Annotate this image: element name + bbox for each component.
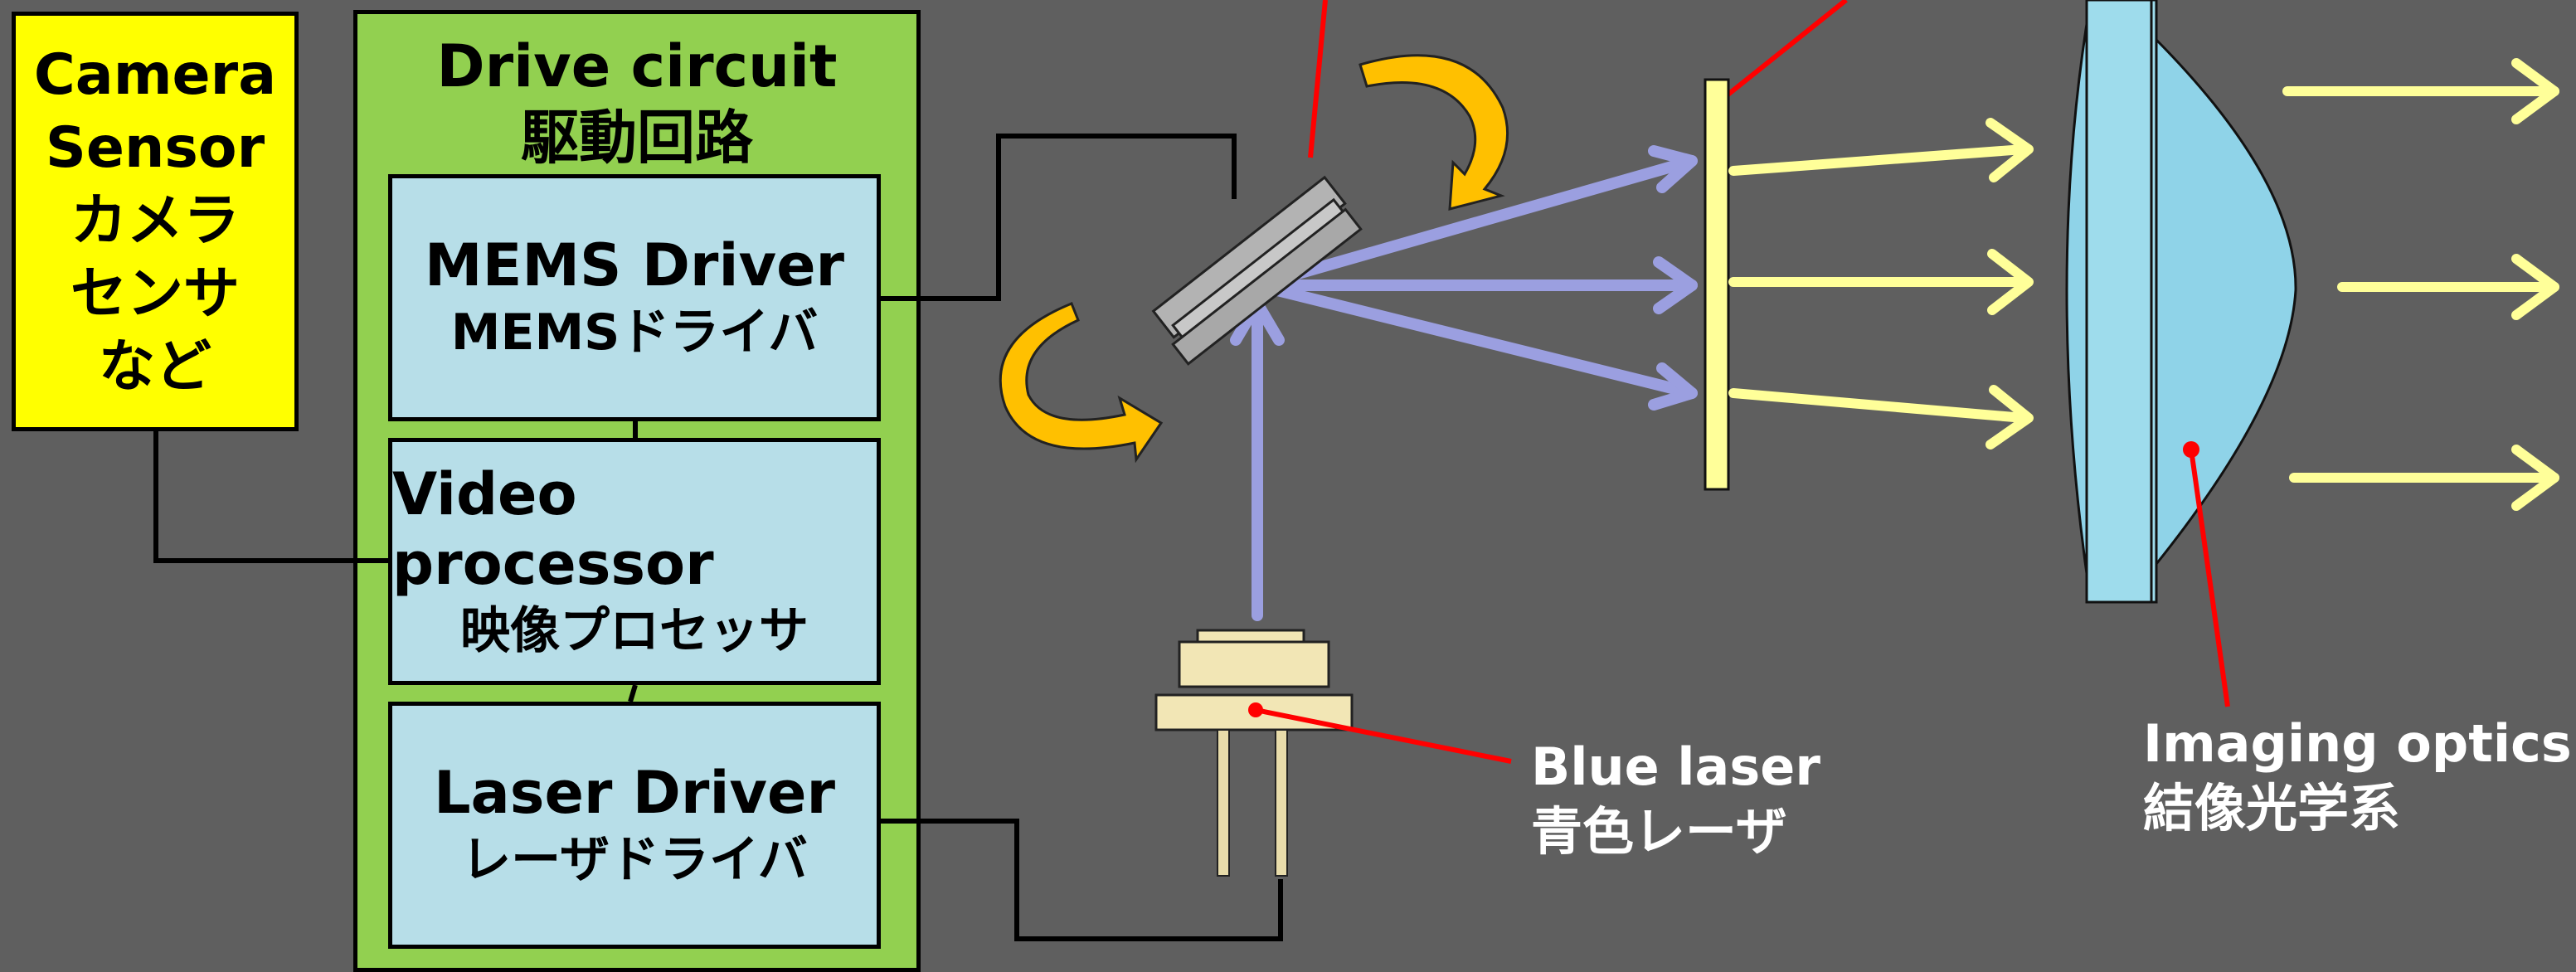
camera-sensor-line-1: Camera bbox=[33, 42, 277, 108]
camera-sensor-line-5: など bbox=[98, 334, 211, 400]
blue-beams bbox=[1252, 155, 1698, 621]
leader-optics bbox=[2189, 449, 2230, 707]
mems-driver-label-jp: MEMSドライバ bbox=[450, 304, 819, 362]
rotation-arrow-bottom-icon bbox=[999, 302, 1164, 464]
imaging-optics-label-en: Imaging optics bbox=[2143, 713, 2572, 774]
video-processor-label-en: Video processor bbox=[392, 460, 714, 598]
laser-cap-body bbox=[1178, 640, 1330, 688]
beam-upper bbox=[1252, 155, 1698, 291]
screen-beam-upper bbox=[1728, 144, 2029, 176]
screen-beam-lower-head bbox=[1985, 385, 2034, 450]
drive-circuit-title-jp: 駆動回路 bbox=[521, 104, 753, 172]
yellow-screen-arrowheads bbox=[1985, 118, 2034, 450]
laser-driver-label-en: Laser Driver bbox=[433, 759, 836, 827]
laser-driver-box: Laser Driver レーザドライバ bbox=[388, 702, 881, 949]
beam-upper-head bbox=[1648, 145, 1698, 193]
output-beam-1-head bbox=[2511, 58, 2559, 124]
imaging-optics-label-jp: 結像光学系 bbox=[2143, 778, 2401, 838]
output-beams bbox=[2282, 86, 2559, 483]
output-beam-3-head bbox=[2511, 445, 2559, 511]
mems-driver-box: MEMS Driver MEMSドライバ bbox=[388, 174, 881, 421]
blue-laser-label: Blue laser 青色レーザ bbox=[1531, 735, 1820, 864]
leader-mirror bbox=[1308, 0, 1328, 158]
drive-circuit-title-en: Drive circuit bbox=[436, 32, 838, 100]
leader-screen bbox=[1712, 0, 1848, 109]
wire-video-laser bbox=[628, 684, 638, 702]
lens-flat-plate bbox=[2085, 0, 2158, 604]
beam-lower bbox=[1252, 279, 1698, 399]
laser-pin-right bbox=[1275, 729, 1288, 877]
blue-laser-label-jp: 青色レーザ bbox=[1531, 801, 1787, 862]
mems-mirror-icon bbox=[1151, 175, 1363, 366]
camera-sensor-line-3: カメラ bbox=[70, 188, 240, 254]
screen-beam-lower bbox=[1728, 388, 2029, 423]
video-processor-label-jp: 映像プロセッサ bbox=[460, 602, 809, 660]
camera-sensor-box: Camera Sensor カメラ センサ など bbox=[12, 12, 299, 431]
camera-sensor-line-4: センサ bbox=[70, 261, 240, 327]
laser-pin-left bbox=[1217, 729, 1230, 877]
camera-sensor-line-2: Sensor bbox=[45, 115, 265, 181]
wiring bbox=[153, 134, 1283, 941]
screen-beam-upper-head bbox=[1985, 118, 2034, 182]
wire-laser-driver-to-laser bbox=[881, 819, 1283, 941]
output-arrowheads bbox=[2511, 58, 2559, 511]
beam-lower-head bbox=[1648, 362, 1698, 411]
yellow-screen-beams bbox=[1728, 144, 2029, 423]
leader-laser bbox=[1255, 707, 1512, 764]
rotation-arrow-top-icon bbox=[1358, 54, 1509, 211]
beam-middle-head bbox=[1653, 256, 1698, 314]
mems-driver-label-en: MEMS Driver bbox=[424, 231, 845, 299]
imaging-optics-label: Imaging optics 結像光学系 bbox=[2143, 712, 2572, 841]
screen-bar bbox=[1704, 78, 1730, 491]
laser-driver-label-jp: レーザドライバ bbox=[461, 831, 808, 889]
imaging-optics-lens-icon bbox=[2065, 0, 2297, 604]
blue-laser-icon bbox=[1154, 629, 1354, 877]
rotation-arrows bbox=[999, 54, 1509, 464]
screen-beam-middle-head bbox=[1987, 249, 2034, 315]
top-leader-lines bbox=[1308, 0, 1848, 158]
output-beam-2-head bbox=[2511, 254, 2559, 320]
wire-mems-to-mirror bbox=[881, 134, 1237, 301]
lens-curved-surface bbox=[2155, 36, 2297, 568]
video-processor-box: Video processor 映像プロセッサ bbox=[388, 438, 881, 685]
lens-outline-left bbox=[2065, 2, 2092, 598]
blue-laser-label-en: Blue laser bbox=[1531, 736, 1820, 797]
wire-camera-to-video bbox=[153, 431, 388, 563]
